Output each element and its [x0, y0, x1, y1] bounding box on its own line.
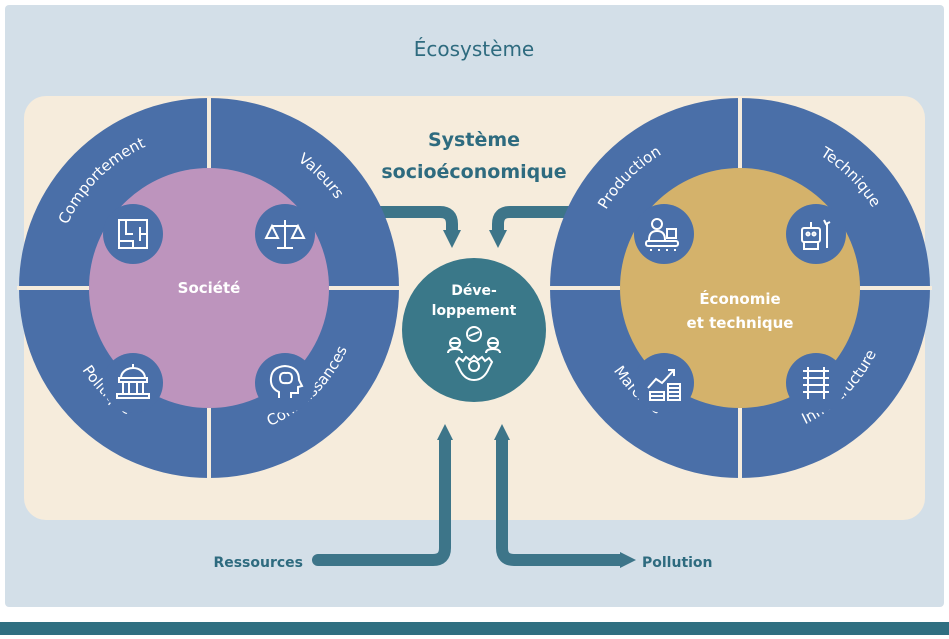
flow-pipes [318, 206, 622, 566]
railway-track-icon [786, 353, 846, 413]
society-circle: Société Comportement Valeurs Politique C… [17, 96, 401, 480]
robot-tool-icon [786, 204, 846, 264]
maze-icon [103, 204, 163, 264]
socio-title-line2: socioéconomique [381, 161, 566, 183]
resources-label: Ressources [213, 555, 303, 571]
parliament-icon [103, 353, 163, 413]
pipe-economy-to-development [492, 206, 610, 232]
flow-arrowheads [312, 230, 636, 568]
pipe-society-to-development [340, 206, 458, 232]
development-circle [402, 258, 546, 402]
economy-title-line1: Économie [699, 289, 780, 308]
pipe-pollution [496, 438, 622, 566]
arrowhead-right-down [489, 230, 507, 248]
economy-title-line2: et technique [687, 314, 794, 332]
development-label-line2: loppement [432, 303, 517, 319]
development-node: Déve- loppement [402, 258, 546, 402]
socio-title-line1: Système [428, 129, 520, 151]
footer-bar [0, 622, 949, 635]
arrowhead-left-down [443, 230, 461, 248]
pollution-label: Pollution [642, 555, 713, 571]
conveyor-worker-icon [634, 204, 694, 264]
pipe-resources [318, 438, 451, 566]
ecosystem-title: Écosystème [414, 37, 534, 61]
arrowhead-pollution-up [494, 424, 510, 440]
development-label-line1: Déve- [451, 283, 497, 299]
resources-pipe-end [312, 554, 324, 566]
arrowhead-resources-up [437, 424, 453, 440]
economy-circle: Économie et technique Production Techniq… [548, 96, 932, 480]
brain-head-icon [255, 353, 315, 413]
society-ring-dividers [17, 96, 401, 480]
gear-people-icon [447, 326, 501, 382]
society-title: Société [178, 279, 241, 297]
arrowhead-pollution-out [620, 552, 636, 568]
growth-chart-coins-icon [634, 353, 694, 413]
balance-scale-icon [255, 204, 315, 264]
economy-ring-dividers [548, 96, 932, 480]
